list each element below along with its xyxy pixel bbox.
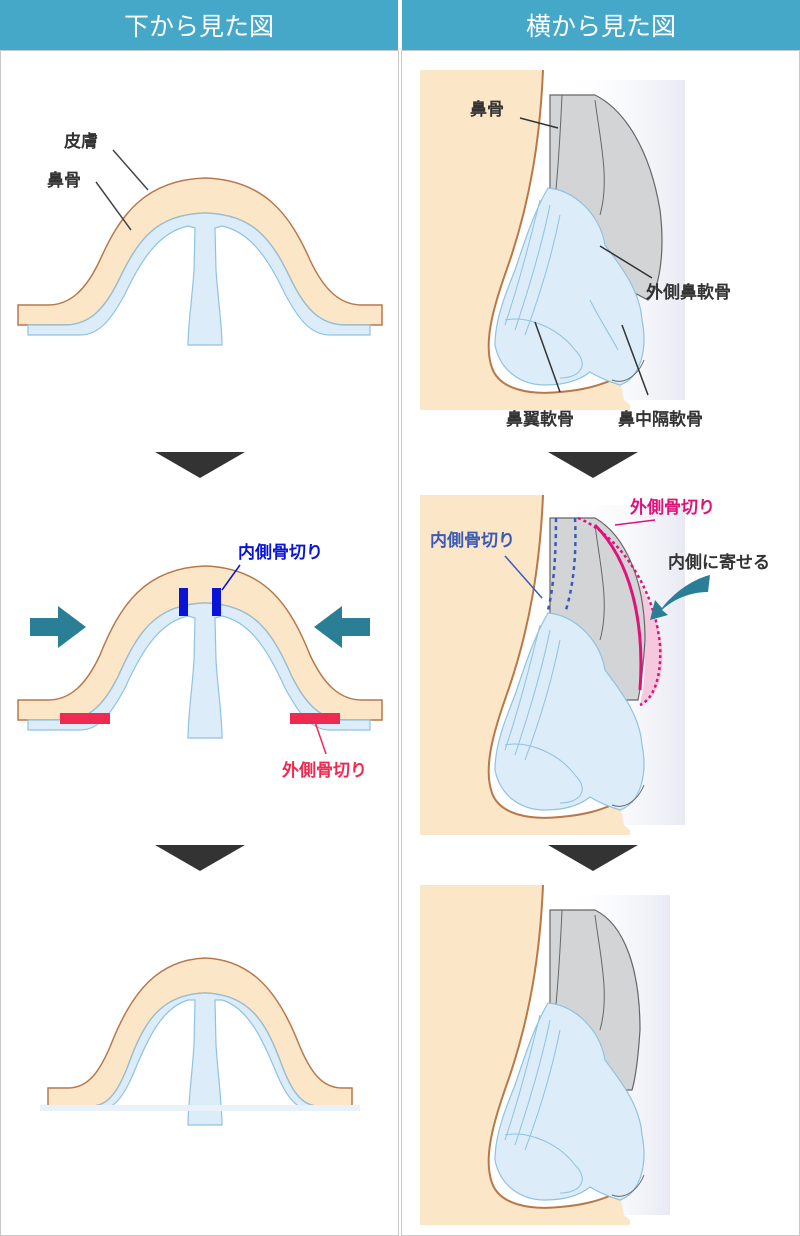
label-septal-cartilage: 鼻中隔軟骨 [618, 409, 703, 430]
down-arrow-icon [155, 452, 245, 478]
lateral-osteotomy-dotted [577, 516, 662, 707]
lateral-osteotomy-mark-right [290, 713, 340, 724]
label-nasal-bone-left: 鼻骨 [47, 170, 81, 191]
side-view-stage-1 [420, 69, 685, 410]
label-lateral-osteotomy-right: 外側骨切り [630, 497, 715, 518]
down-arrow-icon [155, 845, 245, 871]
label-medial-osteotomy-left: 内側骨切り [238, 542, 323, 563]
nasal-bone-layer [87, 992, 320, 1126]
label-medial-osteotomy-right: 内側骨切り [430, 530, 515, 551]
skin-profile [420, 70, 630, 410]
nasal-bone-layer [27, 602, 371, 739]
side-view-stage-2 [420, 494, 710, 835]
header-side-view: 横から見た図 [402, 0, 800, 50]
bottom-view-stage-2 [17, 565, 383, 739]
skin-profile [420, 495, 630, 835]
down-arrow-icon [548, 452, 638, 478]
lateral-osteotomy-solid [593, 523, 643, 691]
push-inward-arrow-icon [650, 575, 710, 620]
bottom-view-stage-3 [40, 957, 360, 1126]
push-arrow-left-icon [30, 606, 86, 648]
cartilage-side [494, 1002, 645, 1201]
cartilage-side [494, 187, 645, 386]
label-upper-lateral-cartilage: 外側鼻軟骨 [646, 282, 731, 303]
cartilage-side [494, 612, 645, 811]
lateral-osteotomy-mark-left [60, 713, 110, 724]
push-arrow-right-icon [314, 606, 370, 648]
medial-osteotomy-mark-right [212, 588, 221, 616]
header-bottom-view: 下から見た図 [0, 0, 398, 50]
label-lateral-osteotomy-left: 外側骨切り [282, 760, 367, 781]
medial-osteotomy-mark-left [179, 588, 188, 616]
label-push-inward: 内側に寄せる [668, 552, 770, 573]
bottom-view-stage-1 [17, 177, 383, 346]
down-arrow-icon [548, 845, 638, 871]
side-view-stage-3 [420, 884, 670, 1225]
nasal-bone-layer [27, 212, 371, 346]
label-alar-cartilage: 鼻翼軟骨 [506, 409, 574, 430]
skin-profile [420, 885, 630, 1225]
label-skin: 皮膚 [64, 131, 98, 152]
label-nasal-bone-right: 鼻骨 [470, 99, 504, 120]
